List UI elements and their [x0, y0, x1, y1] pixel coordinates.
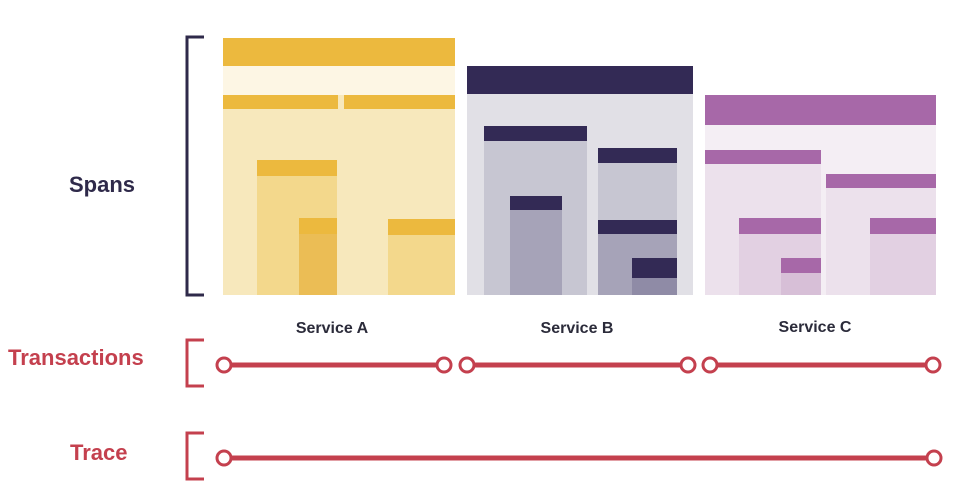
service-b-spans	[467, 66, 693, 295]
service-a-label: Service A	[295, 320, 369, 337]
service-b-label: Service B	[540, 320, 614, 337]
transactions-label: Transactions	[8, 345, 144, 370]
service-c-spans	[705, 95, 936, 295]
transaction-service-c	[701, 356, 942, 374]
spans-label: Spans	[69, 172, 136, 197]
trace-label: Trace	[70, 440, 128, 465]
transaction-service-b	[458, 356, 697, 374]
transactions-bracket	[185, 338, 204, 388]
trace-bracket	[185, 431, 204, 481]
spans-bracket	[185, 35, 204, 297]
trace-timeline	[215, 449, 943, 467]
service-a-spans	[223, 38, 455, 295]
service-c-label: Service C	[778, 319, 852, 336]
transaction-service-a	[215, 356, 453, 374]
